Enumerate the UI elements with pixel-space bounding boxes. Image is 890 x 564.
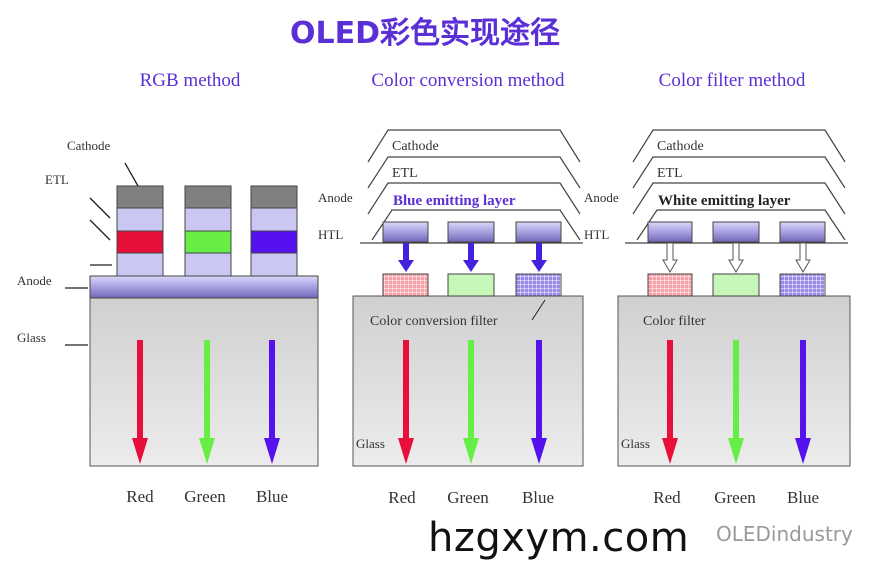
pixel-blue (250, 185, 298, 277)
source-watermark: OLEDindustry (716, 522, 853, 546)
label-blue: Blue (787, 488, 819, 507)
color-filters (647, 273, 826, 297)
label-filter: Color conversion filter (370, 314, 498, 329)
label-red: Red (388, 488, 416, 507)
label-htl: HTL (318, 227, 343, 242)
light-arrows (398, 340, 547, 464)
panel-color-conversion-method: Color conversion method Cathode ETL Blue… (318, 70, 584, 507)
label-green: Green (447, 488, 489, 507)
panel-color-filter-method: Color filter method Cathode ETL White em… (584, 70, 851, 507)
label-filter: Color filter (643, 314, 706, 329)
label-red: Red (653, 488, 681, 507)
pixel-green (184, 185, 232, 277)
site-watermark: hzgxym.com (428, 515, 690, 561)
pointer-arrows (65, 162, 139, 346)
label-anode: Anode (17, 273, 52, 288)
pointer-arrow (531, 299, 546, 321)
label-cathode: Cathode (657, 139, 704, 154)
label-green: Green (184, 487, 226, 506)
emitter-pixels (647, 221, 826, 243)
label-etl: ETL (45, 172, 69, 187)
label-glass: Glass (621, 436, 650, 451)
label-emitting-layer: White emitting layer (658, 193, 791, 209)
conversion-filters (382, 273, 562, 297)
panel-title: Color filter method (659, 70, 806, 91)
label-etl: ETL (657, 166, 683, 181)
white-light-arrows (662, 242, 811, 273)
panel-rgb-method: RGB method Cathode ETL Anode Glass Red G… (17, 70, 319, 506)
light-arrows (662, 340, 811, 464)
emitter-pixels (382, 221, 562, 243)
main-title: OLED彩色实现途径 (290, 16, 560, 51)
label-anode: Anode (584, 190, 619, 205)
label-blue: Blue (256, 487, 288, 506)
label-green: Green (714, 488, 756, 507)
label-glass: Glass (356, 436, 385, 451)
panel-title: RGB method (140, 70, 241, 91)
label-blue: Blue (522, 488, 554, 507)
label-glass: Glass (17, 330, 46, 345)
label-etl: ETL (392, 166, 418, 181)
label-anode: Anode (318, 190, 353, 205)
label-cathode: Cathode (67, 138, 111, 153)
panel-title: Color conversion method (371, 70, 565, 91)
blue-light-arrows (398, 243, 547, 272)
label-cathode: Cathode (392, 139, 439, 154)
anode-layer (89, 275, 319, 299)
label-red: Red (126, 487, 154, 506)
pixel-red (116, 185, 164, 277)
light-arrows (132, 340, 280, 464)
label-emitting-layer: Blue emitting layer (393, 193, 516, 209)
label-htl: HTL (584, 227, 609, 242)
